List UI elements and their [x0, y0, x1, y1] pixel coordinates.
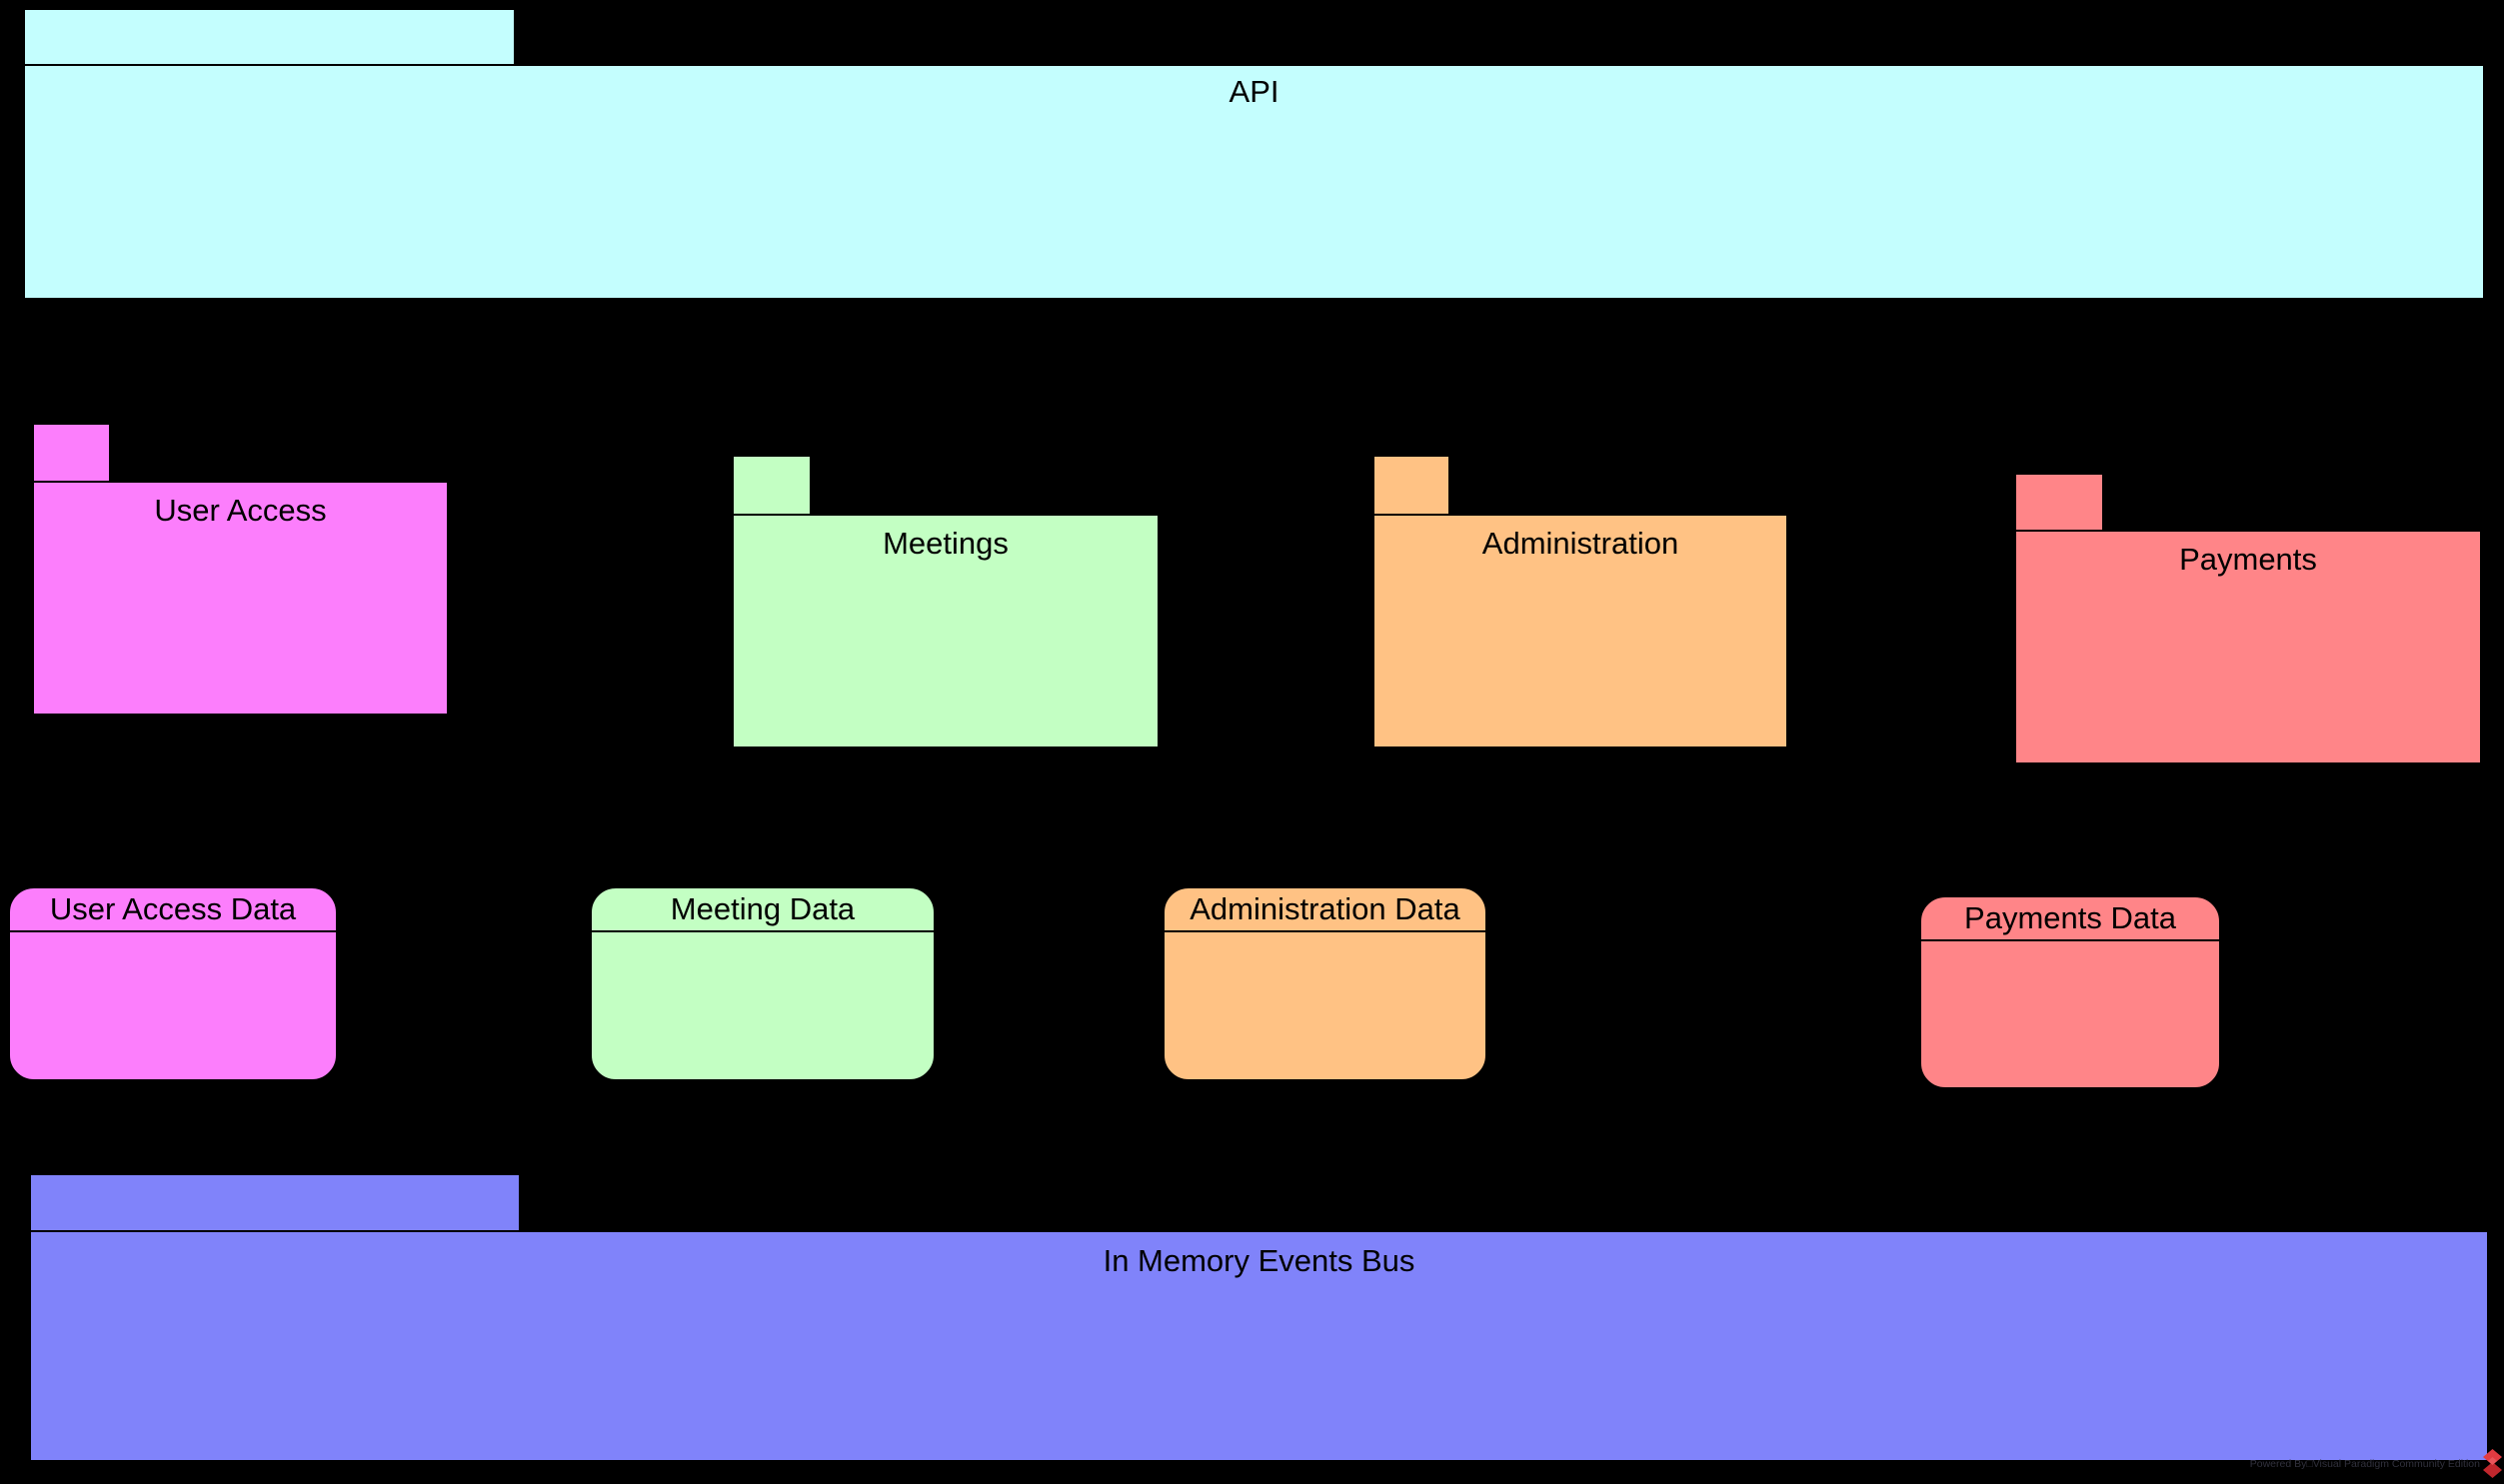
package-events-bus-tab — [29, 1173, 521, 1232]
package-meetings-tab — [732, 455, 812, 516]
package-administration-tab — [1372, 455, 1450, 516]
data-store-administration-data-label: Administration Data — [1190, 891, 1460, 926]
data-store-payments-data-label: Payments Data — [1964, 900, 2176, 935]
package-api-tab — [23, 8, 516, 66]
data-store-administration-data-title: Administration Data — [1165, 888, 1485, 932]
data-store-user-access-data[interactable]: User Access Data — [8, 886, 338, 1081]
vp-watermark: Powered By□Visual Paradigm Community Edi… — [2250, 1448, 2502, 1480]
visual-paradigm-logo-icon — [2483, 1449, 2502, 1478]
package-payments-tab — [2014, 473, 2104, 532]
package-administration-body: Administration — [1372, 514, 1788, 748]
data-store-meeting-data[interactable]: Meeting Data — [590, 886, 936, 1081]
package-user-access-body: User Access — [32, 481, 449, 716]
package-api-body: API — [23, 64, 2485, 300]
data-store-user-access-data-label: User Access Data — [49, 891, 297, 926]
package-payments-body: Payments — [2014, 530, 2482, 764]
package-administration-label: Administration — [1481, 526, 1679, 561]
data-store-administration-data[interactable]: Administration Data — [1163, 886, 1487, 1081]
package-api-label: API — [1229, 74, 1279, 109]
data-store-meeting-data-title: Meeting Data — [592, 888, 934, 932]
package-user-access-label: User Access — [154, 493, 327, 528]
vp-watermark-text: Powered By□Visual Paradigm Community Edi… — [2249, 1458, 2480, 1470]
package-user-access-tab — [32, 423, 111, 483]
data-store-user-access-data-title: User Access Data — [10, 888, 336, 932]
data-store-meeting-data-label: Meeting Data — [670, 891, 856, 926]
package-meetings-label: Meetings — [883, 526, 1009, 561]
package-meetings-body: Meetings — [732, 514, 1160, 748]
package-payments-label: Payments — [2179, 542, 2317, 577]
data-store-payments-data[interactable]: Payments Data — [1919, 895, 2221, 1089]
package-events-bus-label: In Memory Events Bus — [1103, 1243, 1415, 1278]
package-events-bus-body: In Memory Events Bus — [29, 1230, 2489, 1462]
data-store-payments-data-title: Payments Data — [1921, 897, 2219, 941]
